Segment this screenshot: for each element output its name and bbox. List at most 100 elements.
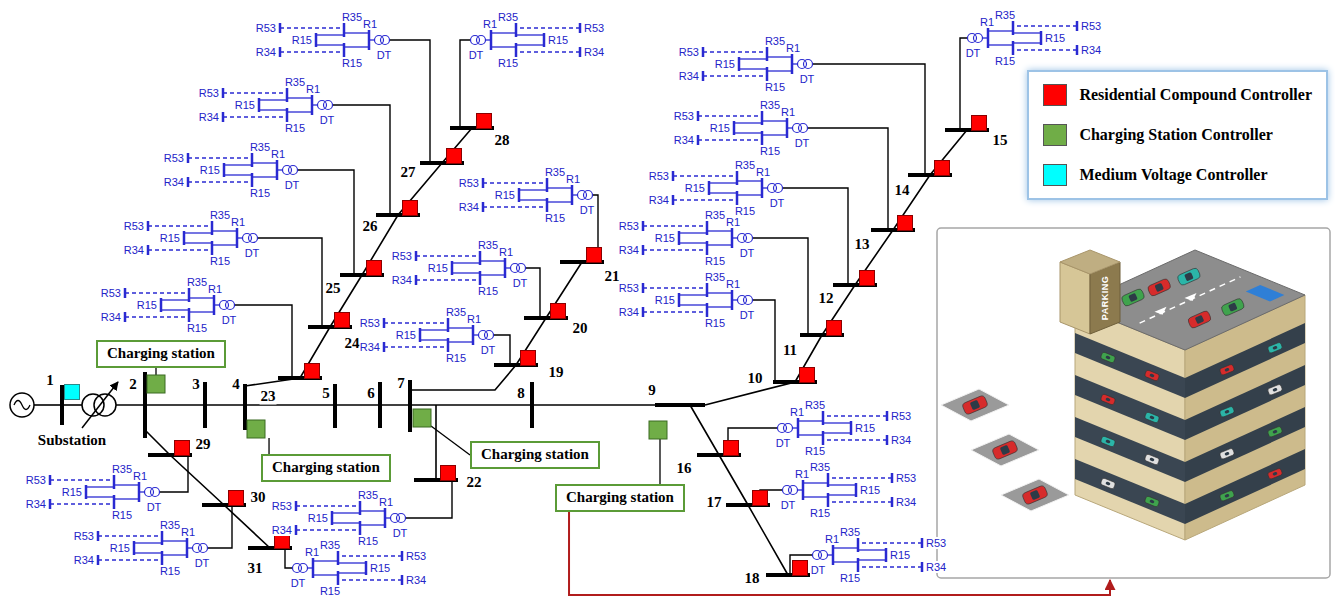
car-body xyxy=(1100,478,1116,490)
lv-line xyxy=(793,427,799,428)
bus-number: 20 xyxy=(572,320,589,337)
legend-text: Charging Station Controller xyxy=(1079,126,1272,144)
lv-line xyxy=(184,242,212,243)
car-window xyxy=(1272,345,1277,350)
car-body xyxy=(1022,485,1049,505)
legend-row: Medium Voltage Controller xyxy=(1043,164,1312,186)
lv-line xyxy=(86,496,114,497)
bus-number: 15 xyxy=(992,132,1009,149)
bus-number: 5 xyxy=(321,385,331,402)
lv-dashed-line xyxy=(50,503,114,504)
residential-controller xyxy=(335,313,350,328)
residential-controller xyxy=(793,561,808,576)
lv-line xyxy=(833,561,858,562)
lv-line xyxy=(732,237,738,238)
lv-line xyxy=(473,334,479,335)
lv-line xyxy=(519,199,547,200)
lv-bus-label: R15 xyxy=(446,352,466,364)
lv-network xyxy=(643,283,775,382)
lv-line xyxy=(707,244,732,245)
lv-dashed-line xyxy=(823,439,887,440)
lv-bus-label: R15 xyxy=(342,57,362,69)
lv-dashed-line xyxy=(296,529,360,530)
car-icon xyxy=(1100,436,1116,448)
lv-line xyxy=(134,542,162,543)
car-body xyxy=(1267,426,1283,438)
parking-bay xyxy=(971,434,1039,466)
car-icon xyxy=(1144,370,1160,382)
car-icon xyxy=(1267,468,1283,480)
car-icon xyxy=(1219,364,1235,376)
bus-bar xyxy=(378,382,382,428)
lv-line xyxy=(344,46,369,47)
residential-controller xyxy=(441,466,456,481)
lv-bus-label: R1 xyxy=(825,533,839,545)
lv-dashed-line xyxy=(643,287,707,288)
lv-bus-label: R53 xyxy=(392,250,412,262)
car-body xyxy=(1100,436,1116,448)
ac-source-symbol xyxy=(10,393,34,417)
legend-text: Residential Compound Controller xyxy=(1079,86,1312,104)
lv-dashed-line xyxy=(338,579,402,580)
lv-bus-label: R1 xyxy=(306,83,320,95)
lv-bus-label: R53 xyxy=(124,220,144,232)
residential-controller xyxy=(403,201,418,216)
bus-number: 10 xyxy=(747,370,764,387)
service-line xyxy=(406,480,453,518)
car-body xyxy=(962,395,989,415)
lv-bus-label: R35 xyxy=(705,271,725,283)
legend-swatch xyxy=(1043,84,1067,106)
lv-line xyxy=(316,44,344,45)
car-icon xyxy=(1121,288,1146,307)
parking-illustration xyxy=(937,228,1330,578)
node-text: Charging station xyxy=(272,459,380,476)
car-body xyxy=(1147,278,1172,297)
lv-line xyxy=(767,70,792,71)
car-icon xyxy=(1144,496,1160,508)
node-text: Charging station xyxy=(566,489,674,506)
car-window xyxy=(1195,315,1205,324)
bus-number: 29 xyxy=(195,436,212,453)
lv-line xyxy=(988,30,1013,31)
lv-line xyxy=(313,574,338,575)
illustration-frame xyxy=(937,228,1330,578)
feeder-line xyxy=(435,405,437,480)
lv-bus-label: R15 xyxy=(250,187,270,199)
distribution-transformer-symbol xyxy=(517,264,526,273)
distribution-transformer-symbol xyxy=(381,36,390,45)
legend-row: Residential Compound Controller xyxy=(1043,84,1312,106)
lv-bus-label: R15 xyxy=(840,572,860,584)
bus-number: 16 xyxy=(676,460,693,477)
leader-line xyxy=(268,438,269,454)
lv-line xyxy=(480,260,505,261)
lv-line xyxy=(798,420,823,421)
lv-bus-label: DT xyxy=(377,49,392,61)
lv-bus-label: R53 xyxy=(74,530,94,542)
lv-dashed-line xyxy=(698,139,762,140)
lv-bus-label: R35 xyxy=(446,306,466,318)
lv-line xyxy=(803,496,828,497)
car-body xyxy=(1267,468,1283,480)
lv-line xyxy=(734,122,762,123)
residential-controller xyxy=(827,321,842,336)
lv-network xyxy=(148,221,322,327)
lv-dashed-line xyxy=(858,542,922,543)
lv-line xyxy=(792,63,798,64)
lv-network xyxy=(790,538,922,575)
lv-line xyxy=(803,482,828,483)
lv-bus-label: R35 xyxy=(320,539,340,551)
lv-line xyxy=(214,304,220,305)
distribution-transformer-symbol xyxy=(324,101,333,110)
lv-line xyxy=(709,182,737,183)
lv-bus-label: R34 xyxy=(360,341,380,353)
lv-network xyxy=(280,23,430,163)
car-window xyxy=(1272,471,1277,476)
lv-line xyxy=(858,549,886,550)
car-body xyxy=(1144,454,1160,466)
lv-dashed-line xyxy=(223,116,287,117)
lv-bus-label: R15 xyxy=(285,122,305,134)
lv-dashed-line xyxy=(416,279,480,280)
legend-box: Residential Compound ControllerCharging … xyxy=(1027,70,1328,200)
lv-bus-label: R53 xyxy=(406,550,426,562)
bus-number: 24 xyxy=(344,335,361,352)
